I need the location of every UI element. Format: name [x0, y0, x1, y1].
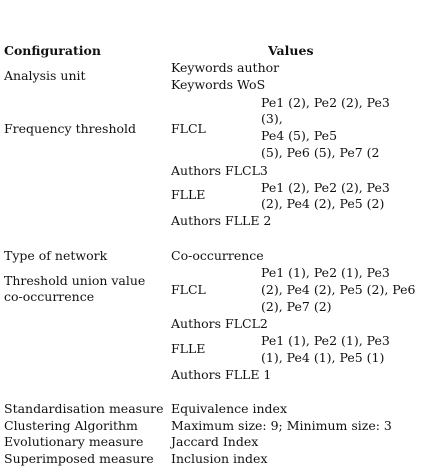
- threshold-union-label-1: Threshold union value: [4, 273, 146, 288]
- evolutionary-measure-label: Evolutionary measure: [4, 434, 144, 449]
- superimposed-measure-value: Inclusion index: [171, 451, 268, 466]
- threshold-flcl-periods-3: (2), Pe7 (2): [261, 299, 332, 314]
- frequency-threshold-label: Frequency threshold: [4, 121, 137, 136]
- threshold-authors-flle: Authors FLLE 1: [171, 367, 272, 382]
- clustering-algorithm-label: Clustering Algorithm: [4, 418, 138, 433]
- frequency-flcl-periods-4: (5), Pe6 (5), Pe7 (2: [261, 145, 380, 160]
- frequency-flle-periods-2: (2), Pe4 (2), Pe5 (2): [261, 196, 385, 211]
- threshold-flle-label: FLLE: [171, 341, 206, 356]
- standardisation-measure-value: Equivalence index: [171, 401, 288, 416]
- frequency-flcl-periods-2: (3),: [261, 111, 283, 126]
- frequency-flcl-label: FLCL: [171, 121, 206, 136]
- threshold-flcl-periods-1: Pe1 (1), Pe2 (1), Pe3: [261, 265, 390, 280]
- analysis-unit-value-1: Keywords author: [171, 60, 280, 75]
- threshold-flcl-label: FLCL: [171, 282, 206, 297]
- frequency-flle-label: FLLE: [171, 187, 206, 202]
- type-of-network-value: Co-occurrence: [171, 248, 264, 263]
- clustering-algorithm-value: Maximum size: 9; Minimum size: 3: [171, 418, 392, 433]
- evolutionary-measure-value: Jaccard Index: [171, 434, 259, 449]
- header-values: Values: [268, 43, 314, 58]
- superimposed-measure-label: Superimposed measure: [4, 451, 154, 466]
- frequency-flcl-periods-1: Pe1 (2), Pe2 (2), Pe3: [261, 95, 390, 110]
- frequency-flcl-periods-3: Pe4 (5), Pe5: [261, 128, 338, 143]
- threshold-flle-periods-1: Pe1 (1), Pe2 (1), Pe3: [261, 333, 390, 348]
- header-configuration: Configuration: [4, 43, 101, 58]
- threshold-union-label-2: co-occurrence: [4, 289, 95, 304]
- frequency-authors-flle: Authors FLLE 2: [171, 213, 272, 228]
- threshold-flle-periods-2: (1), Pe4 (1), Pe5 (1): [261, 350, 385, 365]
- threshold-authors-flcl: Authors FLCL2: [171, 316, 268, 331]
- frequency-flle-periods-1: Pe1 (2), Pe2 (2), Pe3: [261, 180, 390, 195]
- frequency-authors-flcl: Authors FLCL3: [171, 163, 268, 178]
- type-of-network-label: Type of network: [4, 248, 108, 263]
- standardisation-measure-label: Standardisation measure: [4, 401, 164, 416]
- threshold-flcl-periods-2: (2), Pe4 (2), Pe5 (2), Pe6: [261, 282, 416, 297]
- analysis-unit-label: Analysis unit: [4, 68, 86, 83]
- analysis-unit-value-2: Keywords WoS: [171, 77, 266, 92]
